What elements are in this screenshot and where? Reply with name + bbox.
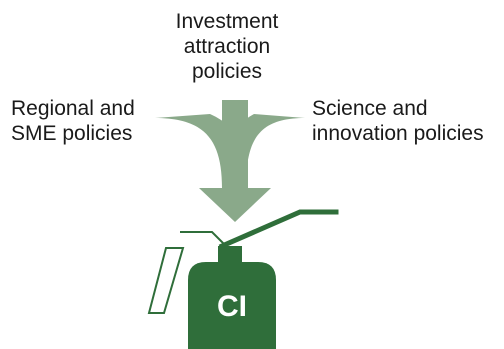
- converging-arrow: [155, 100, 305, 222]
- arrow-head: [199, 188, 271, 222]
- label-line: Science and: [312, 97, 428, 120]
- label-line: innovation policies: [312, 122, 484, 145]
- oil-can-body: [188, 262, 276, 349]
- label-investment-attraction-policies: Investment attraction policies: [162, 9, 292, 84]
- label-line: attraction: [183, 35, 271, 58]
- oil-can-spout: [218, 209, 339, 250]
- label-line: policies: [191, 60, 263, 83]
- label-regional-sme-policies: Regional and SME policies: [11, 96, 135, 146]
- oil-can-handle: [147, 247, 185, 314]
- oil-can: [147, 209, 339, 349]
- label-line: Investment: [175, 10, 279, 33]
- arrow-center-stream: [222, 100, 248, 190]
- oil-can-neck: [218, 246, 242, 264]
- label-line: Regional and: [11, 97, 135, 120]
- label-line: SME policies: [11, 122, 133, 145]
- oil-can-handle-top: [180, 231, 227, 247]
- oil-can-label: CI: [217, 290, 247, 323]
- label-science-innovation-policies: Science and innovation policies: [312, 96, 484, 146]
